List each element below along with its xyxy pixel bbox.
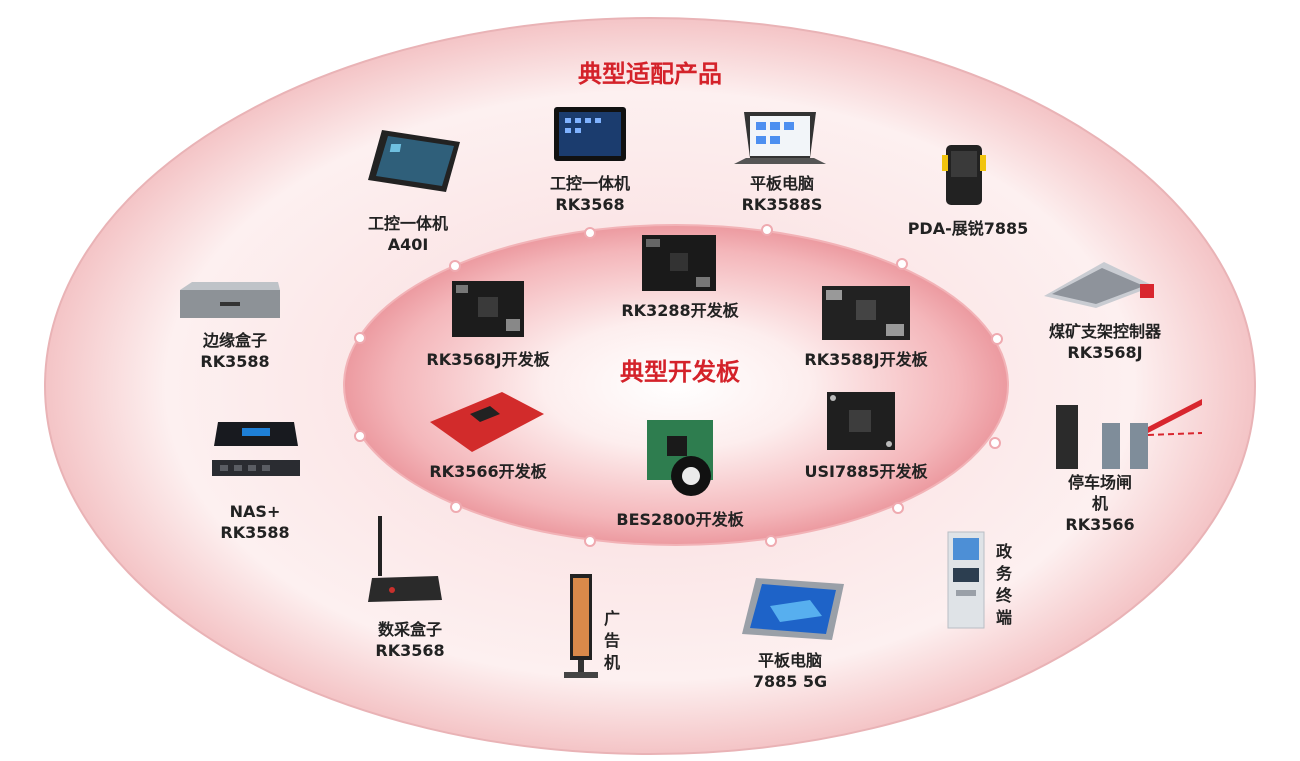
outer-title: 典型适配产品 (578, 60, 722, 88)
board-label-bes2800: BES2800开发板 (616, 510, 744, 529)
vertical-label-advertising-machine: 广 告 机 (603, 609, 620, 672)
nas-image (212, 422, 300, 476)
rk3566-board-image (430, 392, 544, 452)
board-label-rk3568j: RK3568J开发板 (426, 350, 550, 369)
product-label-pda: PDA-展锐7885 (907, 219, 1029, 238)
product-label-data-box: 数采盒子 RK3568 (375, 620, 445, 660)
bes2800-board-image (647, 420, 713, 496)
edge-box-image (180, 282, 280, 318)
board-label-rk3588j: RK3588J开发板 (804, 350, 928, 369)
product-label-industrial-rk3568: 工控一体机 RK3568 (549, 174, 630, 214)
product-label-parking-barrier: 停车场闸 机 RK3566 (1065, 473, 1135, 534)
ring-dots (354, 224, 1003, 547)
board-label-rk3566: RK3566开发板 (429, 462, 547, 481)
rk3568j-board-image (452, 281, 524, 337)
rk3288-board-image (642, 235, 716, 291)
industrial-panel-rk3568-image (554, 107, 626, 161)
usi7885-board-image (827, 392, 895, 450)
rk3588j-board-image (822, 286, 910, 340)
product-label-tablet-rk3588s: 平板电脑 RK3588S (741, 174, 823, 214)
product-label-tablet-7885: 平板电脑 7885 5G (752, 651, 828, 691)
inner-title: 典型开发板 (620, 358, 740, 386)
data-acquisition-box-image (368, 516, 442, 602)
board-label-rk3288: RK3288开发板 (621, 301, 739, 320)
advertising-machine-image (564, 574, 598, 678)
tablet-7885-image (742, 578, 844, 640)
pda-image (942, 145, 986, 205)
vertical-label-government-terminal: 政 务 终 端 (995, 542, 1012, 627)
product-label-edge-box: 边缘盒子 RK3588 (200, 331, 270, 371)
product-label-nas: NAS+ RK3588 (220, 502, 290, 542)
parking-barrier-image (1056, 399, 1202, 469)
coal-mine-controller-image (1044, 262, 1154, 308)
product-label-industrial-a40i: 工控一体机 A40I (367, 214, 448, 254)
board-label-usi7885: USI7885开发板 (804, 462, 928, 481)
government-terminal-image (947, 531, 985, 629)
industrial-panel-a40i-image (368, 130, 460, 192)
product-label-coal-mine-controller: 煤矿支架控制器 RK3568J (1048, 322, 1161, 362)
tablet-rk3588s-image (734, 112, 826, 164)
